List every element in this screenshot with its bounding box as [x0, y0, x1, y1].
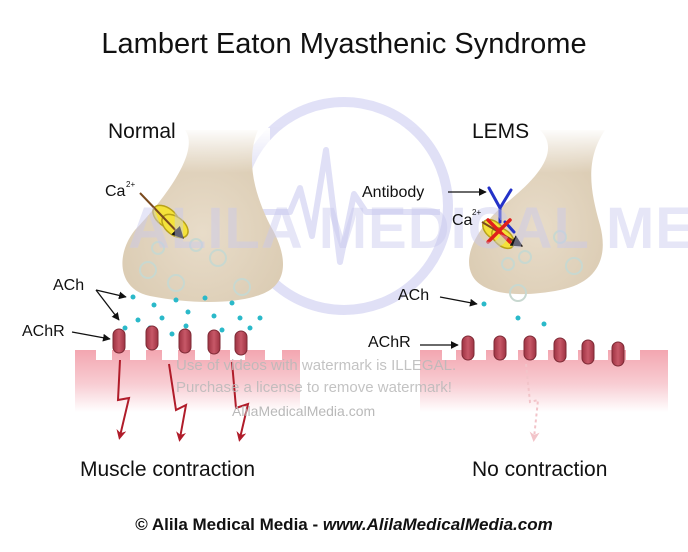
normal-muscle-membrane	[75, 350, 300, 412]
lems-ca-label: Ca	[452, 212, 473, 229]
watermark-line-2: Purchase a license to remove watermark!	[176, 379, 452, 396]
lems-ach-pointer	[439, 296, 478, 307]
normal-achr-pointer	[71, 331, 111, 342]
normal-ach-molecules	[122, 294, 263, 337]
lems-result-label: No contraction	[472, 458, 608, 481]
normal-vesicles	[139, 238, 251, 296]
lems-muscle-membrane	[420, 350, 668, 412]
normal-result-label: Muscle contraction	[80, 458, 256, 481]
normal-contraction-signals	[116, 359, 250, 442]
normal-ach-pointer-1	[95, 289, 127, 300]
normal-calcium-channel	[139, 192, 189, 239]
lems-nerve-terminal	[469, 128, 620, 295]
watermark-line-1: Use of videos with watermark is ILLEGAL.	[176, 357, 457, 374]
lems-antibody-label: Antibody	[362, 184, 425, 201]
lems-ach-label: ACh	[398, 287, 430, 304]
normal-panel-heading: Normal	[108, 120, 176, 143]
watermark-brand: ALILA MEDICAL MEDIA	[128, 196, 688, 261]
normal-ca-charge: 2+	[126, 180, 136, 189]
lems-calcium-channel	[481, 218, 524, 250]
footer-copyright: © Alila Medical Media -	[135, 515, 323, 534]
lems-panel-heading: LEMS	[472, 120, 530, 143]
lems-antibody	[487, 186, 516, 234]
lems-achr-label: AChR	[368, 334, 411, 351]
normal-ach-pointer-2	[95, 289, 120, 321]
lems-ach-molecules	[481, 301, 547, 327]
normal-ca-label: Ca	[105, 183, 126, 200]
normal-ach-label: ACh	[53, 277, 85, 294]
lems-vesicles	[501, 230, 583, 302]
footer-url: www.AlilaMedicalMedia.com	[322, 515, 553, 534]
lems-receptors	[461, 335, 625, 367]
page-title: Lambert Eaton Myasthenic Syndrome	[101, 28, 587, 60]
normal-achr-label: AChR	[22, 323, 65, 340]
lems-ca-charge: 2+	[472, 208, 482, 217]
normal-receptors	[112, 325, 248, 356]
watermark-site: AlilaMedicalMedia.com	[232, 403, 376, 419]
normal-nerve-terminal	[122, 128, 284, 302]
footer-credit: © Alila Medical Media - www.AlilaMedical…	[0, 515, 688, 535]
lems-channel-block	[486, 218, 512, 244]
lems-failed-signal	[525, 363, 540, 442]
